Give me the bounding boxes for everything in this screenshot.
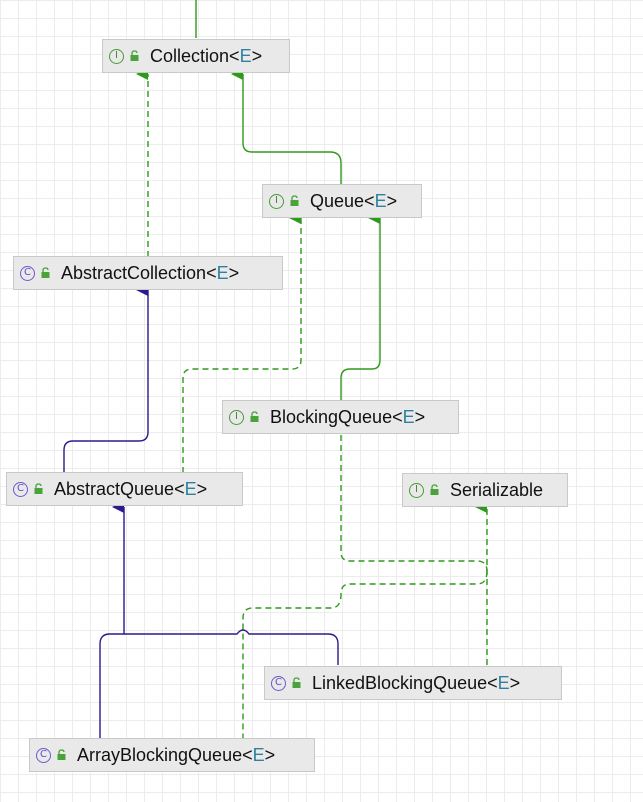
interface-icon: I xyxy=(229,409,244,425)
edge-blockingqueue-queue xyxy=(340,212,381,401)
lock-icon xyxy=(41,267,50,278)
type-bracket-open: < xyxy=(174,478,185,499)
class-icon: C xyxy=(13,481,28,497)
type-param: E xyxy=(184,478,197,499)
type-bracket-open: < xyxy=(206,262,217,283)
node-name: Queue xyxy=(310,190,365,211)
lock-icon xyxy=(430,484,439,495)
node-queue[interactable]: I Queue<E> xyxy=(262,184,422,218)
edge-linkedblockingqueue-abstractqueue xyxy=(124,629,339,665)
type-bracket-close: > xyxy=(264,744,276,765)
edge-bundle-serializable xyxy=(242,570,488,738)
node-abstract-queue[interactable]: C AbstractQueue<E> xyxy=(6,472,243,506)
type-bracket-open: < xyxy=(392,406,403,427)
node-abstract-collection[interactable]: C AbstractCollection<E> xyxy=(13,256,283,290)
edge-bundle-blockingqueue xyxy=(340,435,488,572)
type-bracket-close: > xyxy=(386,190,398,211)
node-name: AbstractCollection xyxy=(61,262,207,283)
type-param: E xyxy=(497,672,510,693)
node-name: Collection xyxy=(150,45,230,66)
node-name: BlockingQueue xyxy=(270,406,393,427)
node-name: LinkedBlockingQueue xyxy=(312,672,488,693)
type-bracket-open: < xyxy=(229,45,240,66)
class-icon: C xyxy=(36,747,51,763)
interface-icon: I xyxy=(109,48,124,64)
class-icon: C xyxy=(20,265,35,281)
type-param: E xyxy=(252,744,265,765)
type-bracket-close: > xyxy=(509,672,521,693)
interface-icon: I xyxy=(269,193,284,209)
type-bracket-open: < xyxy=(242,744,253,765)
edge-abstractqueue-queue xyxy=(182,212,302,473)
lock-icon xyxy=(250,411,259,422)
node-name: Serializable xyxy=(450,479,544,500)
type-bracket-close: > xyxy=(414,406,426,427)
node-name: AbstractQueue xyxy=(54,478,175,499)
type-bracket-close: > xyxy=(196,478,208,499)
node-blocking-queue[interactable]: I BlockingQueue<E> xyxy=(222,400,459,434)
node-array-blocking-queue[interactable]: C ArrayBlockingQueue<E> xyxy=(29,738,315,772)
lock-icon xyxy=(292,677,301,688)
interface-icon: I xyxy=(409,482,424,498)
type-param: E xyxy=(374,190,387,211)
node-serializable[interactable]: I Serializable xyxy=(402,473,568,507)
type-bracket-close: > xyxy=(251,45,263,66)
type-bracket-close: > xyxy=(228,262,240,283)
type-bracket-open: < xyxy=(364,190,375,211)
node-name: ArrayBlockingQueue xyxy=(77,744,243,765)
lock-icon xyxy=(130,50,139,61)
edge-arrayblockingqueue-abstractqueue xyxy=(99,501,125,738)
type-param: E xyxy=(239,45,252,66)
edge-abstractqueue-abstractcollection xyxy=(63,284,149,473)
lock-icon xyxy=(34,483,43,494)
type-param: E xyxy=(402,406,415,427)
node-collection[interactable]: I Collection<E> xyxy=(102,39,290,73)
node-linked-blocking-queue[interactable]: C LinkedBlockingQueue<E> xyxy=(264,666,562,700)
edge-queue-collection xyxy=(231,68,342,185)
lock-icon xyxy=(57,749,66,760)
lock-icon xyxy=(290,195,299,206)
class-icon: C xyxy=(271,675,286,691)
type-bracket-open: < xyxy=(487,672,498,693)
type-param: E xyxy=(216,262,229,283)
